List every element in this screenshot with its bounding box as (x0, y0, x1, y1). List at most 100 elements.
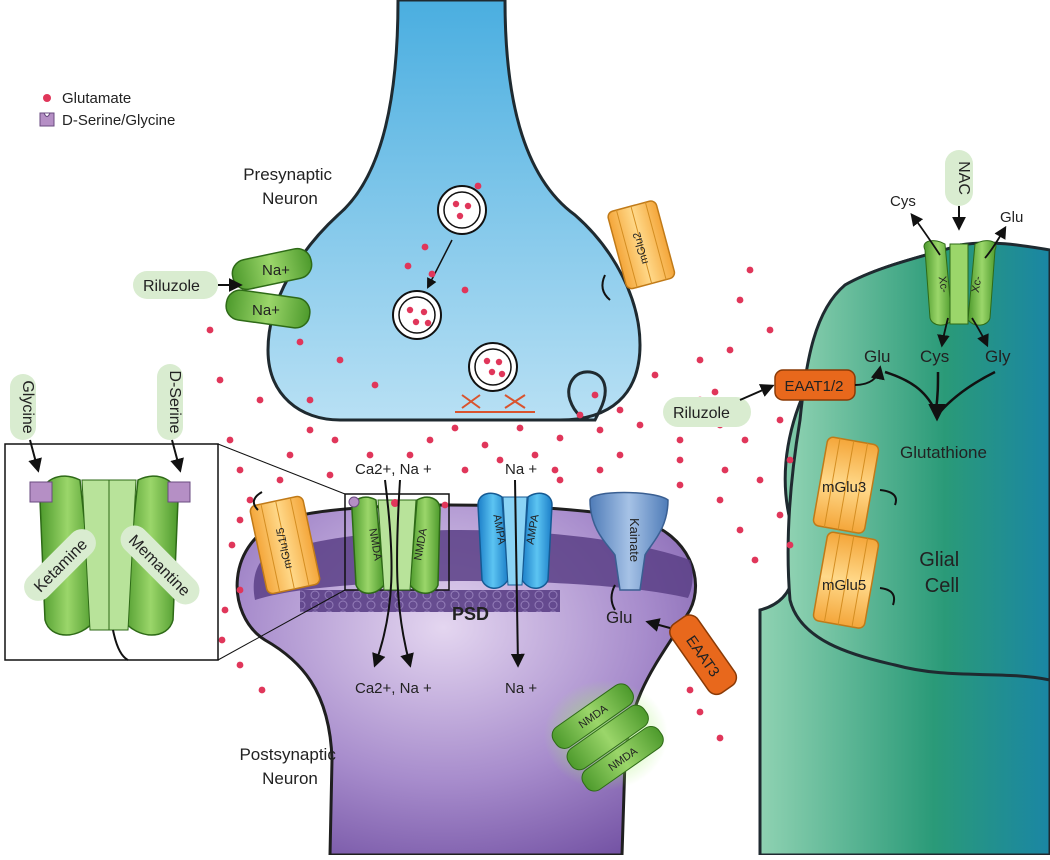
sodium-channel-1: Na+ (231, 247, 313, 291)
mglu5-label: mGlu5 (822, 577, 866, 594)
glutamate-dot (686, 686, 694, 694)
glu-exit-down-arrow (971, 317, 989, 348)
glutamate-dot (428, 270, 436, 278)
svg-text:Kainate: Kainate (627, 518, 642, 562)
riluzole-top-label: Riluzole (143, 278, 200, 295)
glutamate-dot (776, 416, 784, 424)
dserine-label: D-Serine (166, 370, 183, 433)
mglu5-tail (879, 587, 896, 606)
ampa-receptor: AMPA AMPA (477, 492, 553, 589)
vesicle-1 (437, 185, 487, 235)
mglu2-receptor: mGlu2 (607, 200, 676, 290)
inset-connector-bottom (217, 589, 346, 661)
cys-down-arrow (937, 317, 950, 348)
vesicle-transport-arrow (427, 239, 453, 289)
glutamate-dot (676, 436, 684, 444)
svg-text:Xc-: Xc- (936, 275, 951, 294)
glutamate-dot (741, 436, 749, 444)
glutamate-dot (556, 476, 564, 484)
cys-glia-label: Cys (920, 347, 949, 366)
glutamate-dot (406, 451, 414, 459)
psd-pattern (300, 590, 560, 612)
vesicle-3 (468, 342, 518, 392)
cys-in-arrow (910, 213, 941, 256)
glutamate-dot (286, 451, 294, 459)
glutamate-dot (226, 436, 234, 444)
glutamate-dot (596, 466, 604, 474)
glutamate-dot (551, 466, 559, 474)
nac-label: NAC (955, 161, 972, 195)
glutamate-dot (236, 516, 244, 524)
glutamate-dot (276, 476, 284, 484)
glu-post-label: Glu (606, 608, 632, 627)
glutamate-dot (716, 734, 724, 742)
glutamate-dot (776, 511, 784, 519)
eaat12-arrow (854, 365, 885, 386)
inset-connector-top (217, 443, 346, 495)
eaat3-transporter: EAAT3 (669, 614, 738, 696)
glu-out-arrow (984, 225, 1007, 259)
glutamate-dot (404, 262, 412, 270)
glutamate-dot (636, 421, 644, 429)
ion-label-na-in: Na + (505, 461, 537, 478)
mglu2-tail (601, 274, 611, 301)
glutamate-dot (531, 451, 539, 459)
postsynaptic-label: Postsynaptic Neuron (239, 745, 340, 788)
nmda-flow-arrow-2 (396, 479, 414, 668)
glu-top-label: Glu (1000, 209, 1023, 226)
glutamate-dot (676, 481, 684, 489)
psd-label: PSD (452, 604, 489, 624)
svg-text:NMDA: NMDA (366, 527, 384, 562)
glutamate-dot (236, 661, 244, 669)
glycine-pill: Glycine (10, 374, 42, 473)
ion-label-na-out: Na + (505, 680, 537, 697)
riluzole-right-pill: Riluzole (663, 384, 775, 427)
glutamate-dot (441, 501, 449, 509)
mglu3-label: mGlu3 (822, 479, 866, 496)
glutamate-dot (616, 451, 624, 459)
glutamate-dot (786, 456, 794, 464)
glutamate-dot (474, 182, 482, 190)
eaat12-transporter: EAAT1/2 (774, 369, 856, 401)
glutamate-dot (516, 424, 524, 432)
svg-text:EAAT1/2: EAAT1/2 (785, 378, 844, 395)
mglu3-tail (879, 489, 897, 506)
sodium-channel-2-label: Na+ (252, 302, 280, 319)
svg-text:Xc-: Xc- (970, 275, 985, 294)
kainate-tail (610, 584, 616, 611)
glutamate-dot (246, 496, 254, 504)
glutamate-dot (206, 326, 214, 334)
glutamate-dot (616, 406, 624, 414)
glutamate-dot (218, 636, 226, 644)
glutamate-dot (711, 388, 719, 396)
glutamate-dot (426, 436, 434, 444)
glutamate-dot (751, 556, 759, 564)
legend-dserine-icon (39, 112, 55, 127)
glutamate-dot (451, 424, 459, 432)
ampa-flow-arrow (510, 479, 525, 668)
glutamate-dot (496, 456, 504, 464)
mglu15-tail (252, 491, 263, 511)
presynaptic-label: Presynaptic Neuron (243, 165, 337, 208)
glycine-label: Glycine (19, 380, 36, 433)
ion-label-ca-na-in: Ca2+, Na + (355, 461, 432, 478)
glutamate-dot (766, 326, 774, 334)
mglu3-receptor (812, 436, 880, 534)
glutamate-dot (651, 371, 659, 379)
glutamate-dot (696, 356, 704, 364)
glu-glia-label: Glu (864, 347, 890, 366)
glutamate-dot (306, 396, 314, 404)
glutamate-dot (786, 541, 794, 549)
glutamate-dot (366, 451, 374, 459)
kainate-receptor: Kainate (589, 491, 669, 591)
riluzole-right-label: Riluzole (673, 405, 730, 422)
svg-text:AMPA: AMPA (490, 513, 507, 546)
glutamate-dot (716, 496, 724, 504)
glutamate-dot (696, 708, 704, 716)
dserine-pill: D-Serine (157, 364, 184, 473)
nmda-flow-arrow-1 (372, 479, 393, 668)
glutamate-dot (228, 541, 236, 549)
glutamate-dot (481, 441, 489, 449)
glutamate-dot (236, 586, 244, 594)
